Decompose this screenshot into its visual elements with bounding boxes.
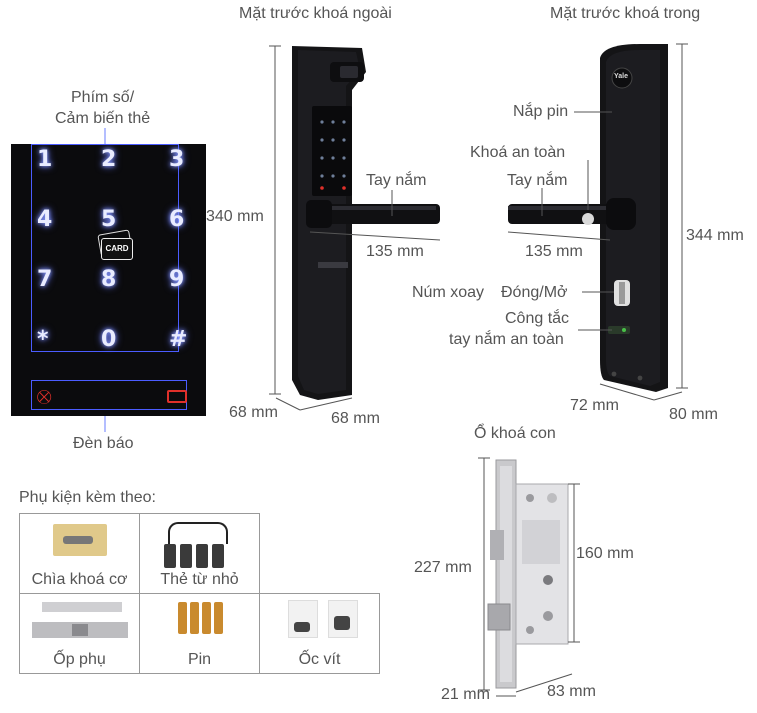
mortise-face-width-dim: 21 mm — [441, 686, 490, 703]
outer-depth-dim: 68 mm — [229, 404, 278, 421]
batteries-image — [178, 602, 226, 636]
outer-handle-length-dim: 135 mm — [366, 243, 424, 260]
key-7: 7 — [37, 267, 53, 292]
inner-width-dim: 80 mm — [669, 406, 718, 423]
mortise-depth-dim: 83 mm — [547, 683, 596, 700]
key-4: 4 — [37, 207, 53, 232]
key-6: 6 — [169, 207, 185, 232]
outer-height-dim: 340 mm — [206, 208, 264, 225]
battery-cover-label: Nắp pin — [513, 103, 569, 120]
inner-handle-label: Tay nắm — [507, 172, 568, 189]
switch-label-line2: tay nắm an toàn — [449, 331, 564, 348]
indicator-highlight-box — [31, 380, 187, 410]
rfid-tags-image — [162, 522, 242, 572]
yale-logo: Yale — [614, 73, 629, 80]
key-hash: # — [169, 327, 188, 352]
outer-keypad-dots — [320, 120, 346, 178]
title-inner-front: Mặt trước khoá trong — [550, 5, 701, 22]
open-close-label: Đóng/Mở — [501, 284, 568, 301]
accessory-battery-cell: Pin — [139, 593, 260, 674]
key-1: 1 — [37, 147, 53, 172]
card-icon: CARD — [95, 229, 133, 260]
mortise-body-height-dim: 160 mm — [576, 545, 634, 562]
mortise-image — [487, 459, 569, 689]
inner-depth-dim: 72 mm — [570, 397, 619, 414]
accessory-strike-cell: Ốp phụ — [19, 593, 140, 674]
safety-lock-label: Khoá an toàn — [470, 144, 566, 161]
key-package-image — [53, 524, 107, 556]
accessory-tag-cell: Thẻ từ nhỏ — [139, 513, 260, 594]
keypad-label-line1: Phím số/ — [71, 89, 135, 106]
mortise-height-dim: 227 mm — [414, 559, 472, 576]
strike-plate-image — [32, 602, 128, 642]
unlock-indicator-icon: ⛒ — [37, 388, 52, 404]
switch-label-line1: Công tắc — [505, 310, 570, 327]
accessory-key-label: Chìa khoá cơ — [31, 571, 128, 588]
screws-image — [288, 600, 358, 640]
key-2: 2 — [101, 147, 117, 172]
accessory-battery-label: Pin — [187, 651, 212, 668]
title-outer-front: Mặt trước khoá ngoài — [239, 5, 392, 22]
inner-handle-length-dim: 135 mm — [525, 243, 583, 260]
key-9: 9 — [169, 267, 185, 292]
knob-label: Núm xoay — [412, 284, 485, 301]
accessory-screws-cell: Ốc vít — [259, 593, 380, 674]
inner-lock-image — [508, 44, 668, 392]
indicator-label: Đèn báo — [73, 435, 134, 452]
accessory-key-cell: Chìa khoá cơ — [19, 513, 140, 594]
inner-height-dim: 344 mm — [686, 227, 744, 244]
keypad-highlight-box — [31, 144, 179, 352]
outer-handle-label: Tay nắm — [366, 172, 427, 189]
accessory-tag-label: Thẻ từ nhỏ — [160, 571, 239, 588]
accessory-screws-label: Ốc vít — [298, 651, 341, 668]
keypad-label-line2: Cảm biến thẻ — [55, 110, 151, 127]
accessories-title: Phụ kiện kèm theo: — [19, 489, 156, 506]
outer-lock-image — [292, 46, 440, 400]
key-star: * — [37, 327, 49, 352]
battery-indicator-icon — [167, 390, 187, 403]
key-8: 8 — [101, 267, 117, 292]
key-0: 0 — [101, 327, 117, 352]
outer-width-dim: 68 mm — [331, 410, 380, 427]
key-3: 3 — [169, 147, 185, 172]
key-5: 5 — [101, 207, 117, 232]
keypad-closeup: 1 2 3 4 5 6 7 8 9 * 0 # CARD ⛒ — [11, 144, 206, 416]
accessory-strike-label: Ốp phụ — [53, 651, 106, 668]
title-mortise: Ổ khoá con — [474, 425, 556, 442]
